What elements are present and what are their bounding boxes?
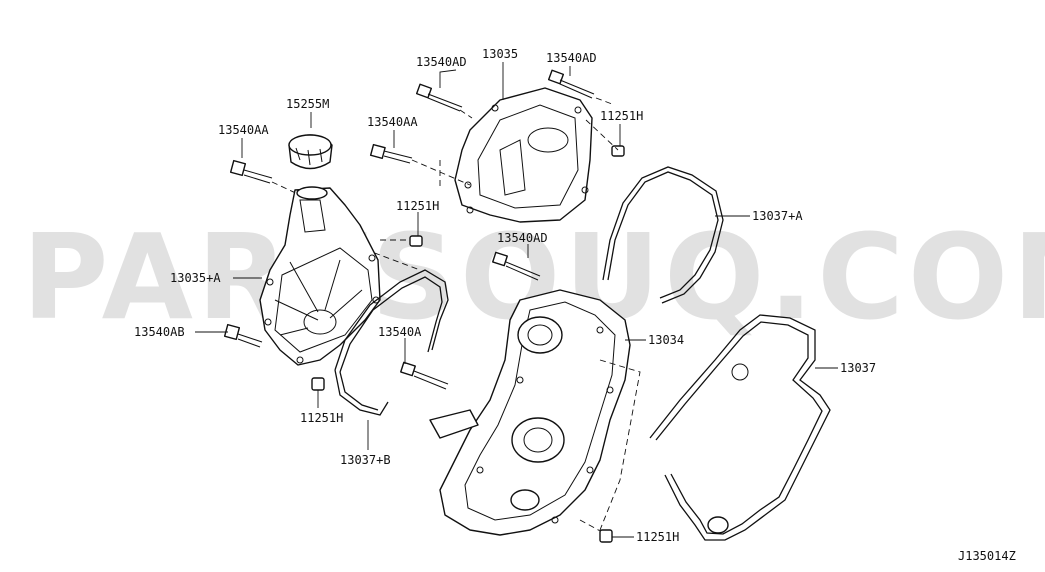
label-13540ad-mid: 13540AD <box>497 231 548 245</box>
label-15255m: 15255M <box>286 97 329 111</box>
bolt-13540aa-mid[interactable] <box>369 143 413 164</box>
label-13540ad-top-right: 13540AD <box>546 51 597 65</box>
label-13034: 13034 <box>648 333 684 347</box>
bolt-13540a[interactable] <box>400 361 449 390</box>
label-11251h-mid: 11251H <box>396 199 439 213</box>
bolt-13540ad-top-left[interactable] <box>415 83 463 112</box>
label-13037a: 13037+A <box>752 209 803 223</box>
label-11251h-top-right: 11251H <box>600 109 643 123</box>
label-13037: 13037 <box>840 361 876 375</box>
label-13037b: 13037+B <box>340 453 391 467</box>
gasket-13037[interactable] <box>649 314 831 541</box>
label-13540ab: 13540AB <box>134 325 185 339</box>
dowel-11251h-bottom[interactable] <box>599 529 613 543</box>
label-13035a: 13035+A <box>170 271 221 285</box>
diagram-code: J135014Z <box>958 549 1016 563</box>
label-11251h-bottom: 11251H <box>636 530 679 544</box>
dowel-11251h-left[interactable] <box>311 377 325 391</box>
oil-filler-cap[interactable] <box>288 134 333 170</box>
gasket-13037a[interactable] <box>602 166 724 304</box>
bolt-13540aa-left[interactable] <box>229 159 273 184</box>
gasket-13037b[interactable] <box>334 269 449 416</box>
bolt-13540ad-top-right[interactable] <box>547 69 595 99</box>
dowel-11251h-mid[interactable] <box>409 235 423 247</box>
front-timing-cover[interactable] <box>429 289 631 536</box>
label-11251h-left: 11251H <box>300 411 343 425</box>
label-13540aa-mid: 13540AA <box>367 115 418 129</box>
upper-timing-cover[interactable] <box>454 87 593 223</box>
label-13540a: 13540A <box>378 325 422 339</box>
left-cover-13035a[interactable] <box>259 186 381 366</box>
label-13540aa-left: 13540AA <box>218 123 269 137</box>
label-13540ad-top-left: 13540AD <box>416 55 467 69</box>
dowel-11251h-top-right[interactable] <box>611 145 625 157</box>
label-13035: 13035 <box>482 47 518 61</box>
bolt-13540ad-mid[interactable] <box>492 251 541 281</box>
bolt-13540ab[interactable] <box>223 323 263 348</box>
